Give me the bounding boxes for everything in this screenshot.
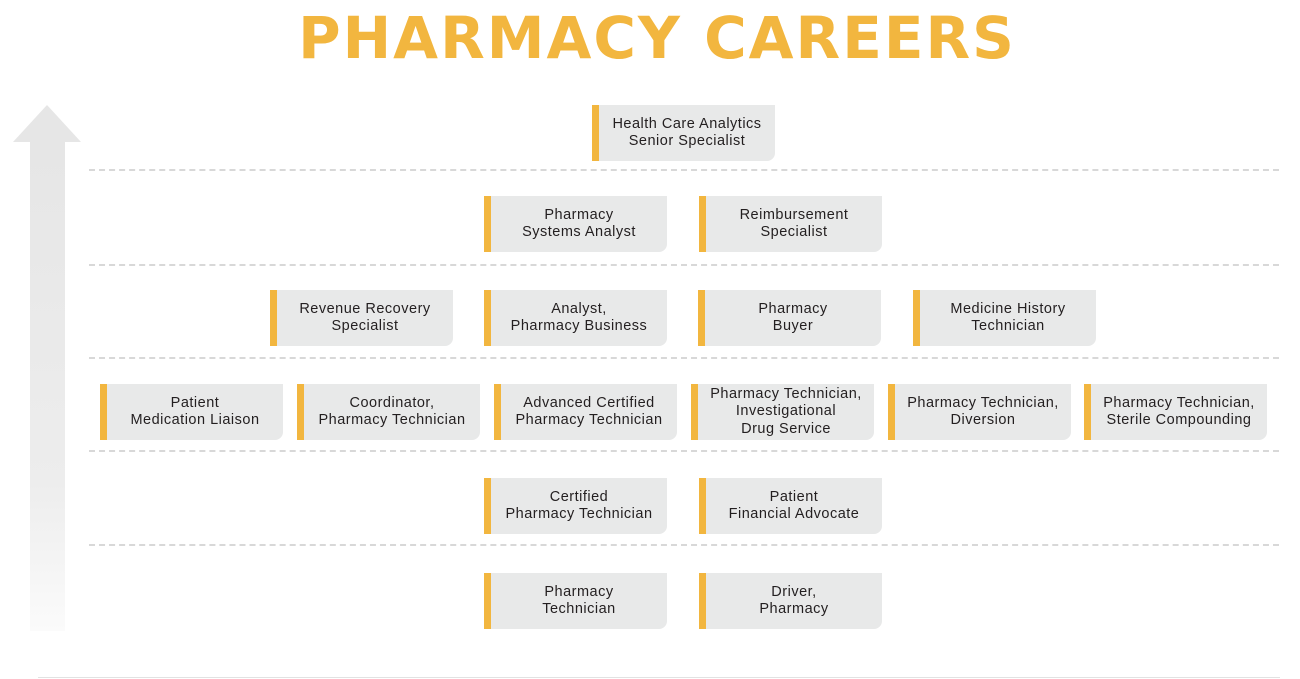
career-box-coordinator-pharmacy-technician: Coordinator, Pharmacy Technician [297,384,480,440]
level-divider [89,169,1279,171]
career-box-reimbursement-specialist: Reimbursement Specialist [699,196,882,252]
baseline [38,677,1280,678]
career-box-analyst-pharmacy-business: Analyst, Pharmacy Business [484,290,667,346]
career-box-certified-pharmacy-technician: Certified Pharmacy Technician [484,478,667,534]
arrow-head [13,105,81,142]
level-divider [89,264,1279,266]
career-box-pharmacy-technician-sterile-compounding: Pharmacy Technician, Sterile Compounding [1084,384,1267,440]
career-box-pharmacy-technician-diversion: Pharmacy Technician, Diversion [888,384,1071,440]
level-divider [89,544,1279,546]
level-divider [89,357,1279,359]
career-box-pharmacy-systems-analyst: Pharmacy Systems Analyst [484,196,667,252]
career-box-patient-financial-advocate: Patient Financial Advocate [699,478,882,534]
career-box-medicine-history-technician: Medicine History Technician [913,290,1096,346]
career-box-pharmacy-technician: Pharmacy Technician [484,573,667,629]
career-box-health-care-analytics-senior-specialist: Health Care Analytics Senior Specialist [592,105,775,161]
career-box-patient-medication-liaison: Patient Medication Liaison [100,384,283,440]
career-box-driver-pharmacy: Driver, Pharmacy [699,573,882,629]
career-box-advanced-certified-pharmacy-technician: Advanced Certified Pharmacy Technician [494,384,677,440]
career-box-pharmacy-technician-investigational-drug-service: Pharmacy Technician, Investigational Dru… [691,384,874,440]
career-box-revenue-recovery-specialist: Revenue Recovery Specialist [270,290,453,346]
career-box-pharmacy-buyer: Pharmacy Buyer [698,290,881,346]
page-title: PHARMACY CAREERS [298,4,1016,72]
level-divider [89,450,1279,452]
arrow-shaft [30,141,65,631]
